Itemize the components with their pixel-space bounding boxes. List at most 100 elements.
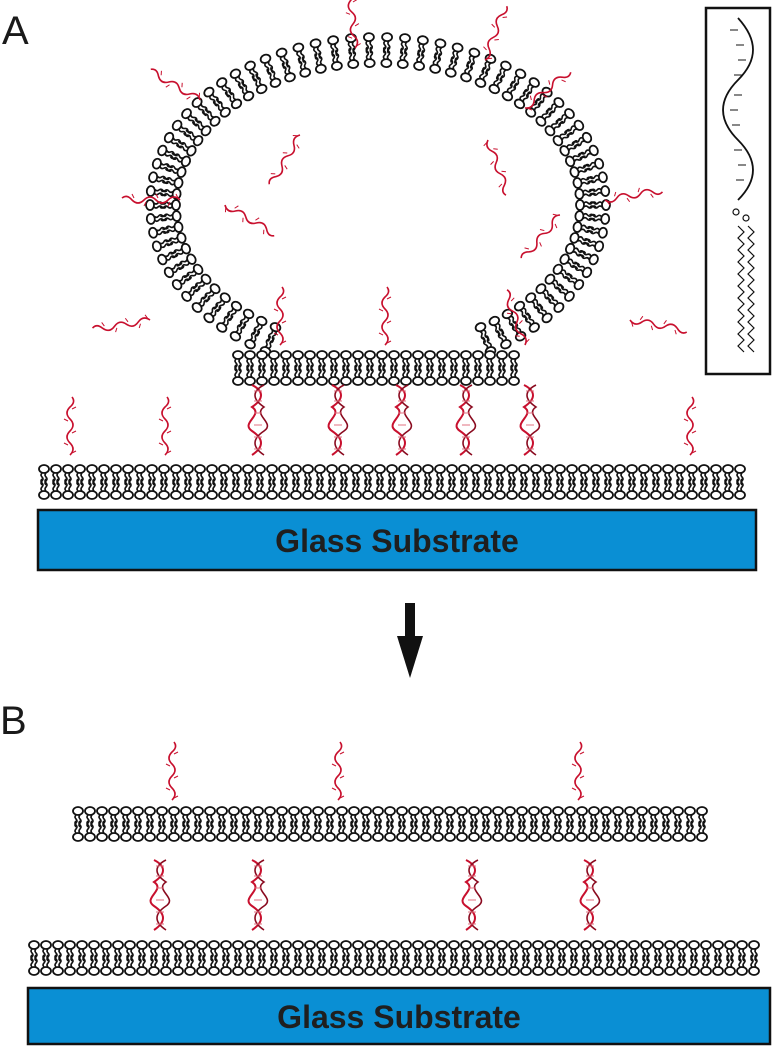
lipid-pair [435,465,445,499]
lipid-pair [401,941,411,975]
lipid-pair [353,351,363,385]
lipid-pair [133,807,143,841]
lipid-pair [661,807,671,841]
lipid-pair [576,200,610,210]
lipid-pair [135,465,145,499]
lipid-pair [293,941,303,975]
lipid-pair [289,807,299,841]
lipid-pair [219,465,229,499]
lipid-pair [197,941,207,975]
lipid-pair [581,941,591,975]
lipid-pair [327,465,337,499]
lipid-pair [509,351,519,385]
lipid-pair [145,807,155,841]
lipid-pair [101,941,111,975]
lipid-pair [77,941,87,975]
lipid-pair [125,941,135,975]
lipid-pair [325,807,335,841]
lipid-pair [29,941,39,975]
lipid-pair [97,807,107,841]
lipid-pair [447,465,457,499]
lipid-pair [713,941,723,975]
lipid-pair [543,465,553,499]
lipid-pair [257,941,267,975]
lipid-pair [389,941,399,975]
lipid-pair [341,941,351,975]
glass-substrate-b-label: Glass Substrate [277,999,521,1035]
lipid-pair [433,807,443,841]
lipid-pair [637,807,647,841]
lipid-pair [377,351,387,385]
lipid-pair [229,308,255,342]
lipid-pair [349,807,359,841]
lipid-pair [521,941,531,975]
lipid-pair [639,465,649,499]
lipid-pair [675,465,685,499]
lipid-pair [329,351,339,385]
lipid-pair [411,465,421,499]
lipid-pair [461,941,471,975]
lipid-pair [649,807,659,841]
lipid-pair [437,941,447,975]
lipid-pair [123,465,133,499]
lipid-pair [735,465,745,499]
lipid-pair [195,465,205,499]
lipid-pair [276,47,296,82]
lipid-pair [725,941,735,975]
lipid-pair [183,465,193,499]
lipid-pair [385,807,395,841]
lipid-pair [593,941,603,975]
lipid-pair [459,465,469,499]
lipid-pair [329,941,339,975]
lipid-pair [310,38,327,73]
lipid-pair [267,465,277,499]
lipid-pair [689,941,699,975]
lipid-pair [269,941,279,975]
lipid-pair [399,465,409,499]
lipid-pair [553,807,563,841]
lipid-pair [497,941,507,975]
lipid-pair [303,465,313,499]
fused-upper-bilayer-b [73,807,707,841]
lipid-pair [449,351,459,385]
lipid-pair [229,807,239,841]
lipid-pair [591,465,601,499]
lipid-pair [241,807,251,841]
lipid-pair [505,807,515,841]
lipid-pair [603,465,613,499]
lipid-pair [377,941,387,975]
lipid-pair [425,351,435,385]
lipid-pair [397,807,407,841]
lipid-pair [531,465,541,499]
upper-ssdna-b [165,741,585,801]
lipid-pair [353,941,363,975]
lipid-pair [365,351,375,385]
lipid-pair [497,351,507,385]
lipid-pair [146,200,180,210]
lipid-pair [389,351,399,385]
lipid-pair [457,807,467,841]
lipid-pair [293,351,303,385]
lipid-pair [557,941,567,975]
lipid-pair [291,465,301,499]
lipid-pair [445,42,464,77]
lipid-pair [423,465,433,499]
lipid-pair [711,465,721,499]
lipid-pair [292,42,311,77]
lipid-pair [629,941,639,975]
lipid-pair [615,465,625,499]
lipid-pair [625,807,635,841]
lipid-pair [265,807,275,841]
supported-ssdna-a [63,396,697,456]
lipid-pair [277,807,287,841]
tether-dsdna-a [247,384,541,456]
lipid-pair [375,465,385,499]
lipid-pair [495,465,505,499]
lipid-pair [315,465,325,499]
lipid-pair [473,941,483,975]
lipid-pair [217,807,227,841]
lipid-pair [414,36,429,71]
lipid-pair [579,465,589,499]
lipid-pair [699,465,709,499]
